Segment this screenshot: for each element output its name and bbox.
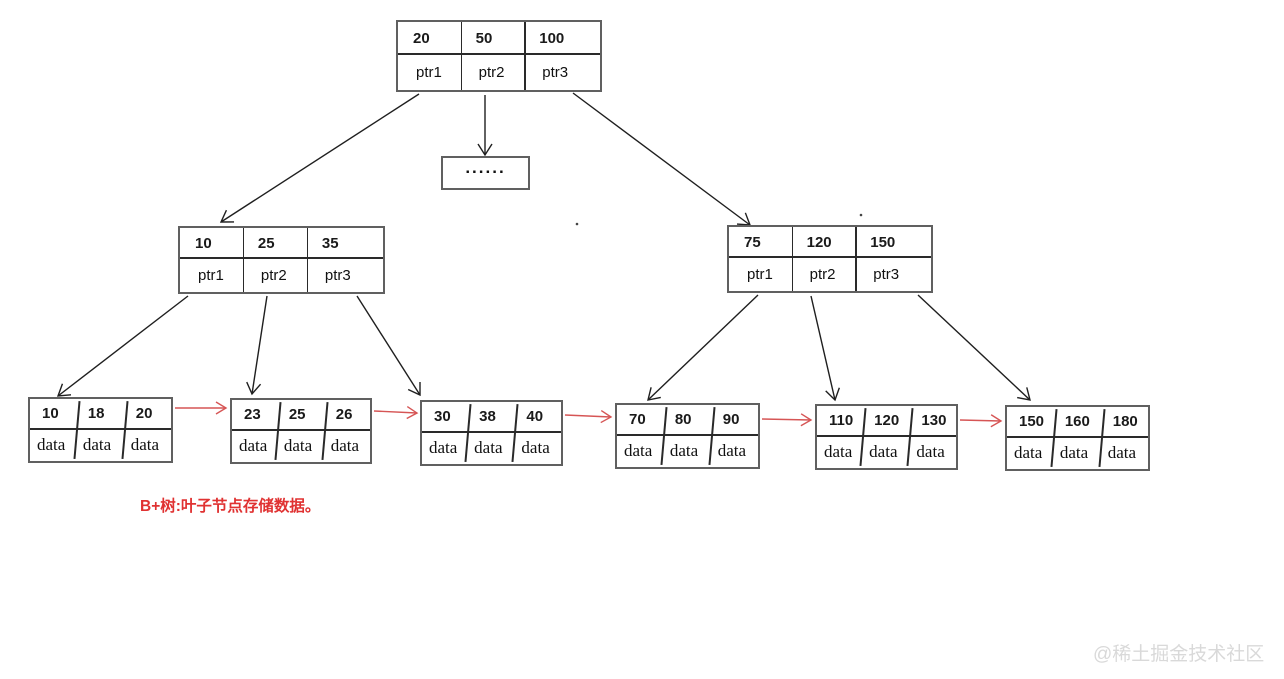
node-divider xyxy=(180,257,383,259)
leaf-key-cell: 180 xyxy=(1112,413,1138,430)
caption: B+树:叶子节点存储数据。 xyxy=(140,498,321,515)
watermark: @稀土掘金技术社区 xyxy=(1093,644,1265,665)
edge-left-internal-to-leaf-3 xyxy=(356,295,421,397)
leaf-link-arrow-2 xyxy=(373,405,419,420)
key-cell: 25 xyxy=(257,235,275,252)
leaf-key-cell: 40 xyxy=(526,408,544,425)
key-cell: 10 xyxy=(195,235,212,252)
leaf-key-cell: 20 xyxy=(135,405,153,422)
node-divider xyxy=(855,227,857,291)
leaf-data-cell: data xyxy=(624,440,653,460)
node-divider xyxy=(232,429,370,431)
leaf-link-arrow-3 xyxy=(564,409,613,424)
edge-root-to-right-internal xyxy=(572,92,752,226)
node-divider xyxy=(306,228,309,292)
leaf-node-4: 70 80 90 data data data xyxy=(615,403,760,469)
key-cell: 35 xyxy=(321,235,339,252)
pointer-cell: ptr1 xyxy=(198,267,224,284)
leaf-key-cell: 26 xyxy=(335,406,353,423)
internal-node-right: 75 120 150 ptr1 ptr2 ptr3 xyxy=(727,225,933,293)
leaf-data-cell: data xyxy=(474,437,503,457)
node-divider xyxy=(398,53,600,55)
pointer-cell: ptr3 xyxy=(873,266,900,283)
pointer-cell: ptr2 xyxy=(809,266,836,283)
leaf-data-cell: data xyxy=(130,434,160,454)
edge-left-internal-to-leaf-2 xyxy=(246,295,268,396)
leaf-key-cell: 160 xyxy=(1064,413,1090,430)
edge-right-internal-to-leaf-4 xyxy=(647,294,759,401)
leaf-node-2: 23 25 26 data data data xyxy=(230,398,372,464)
leaf-node-5: 110 120 130 data data data xyxy=(815,404,958,470)
node-divider xyxy=(242,228,245,292)
leaf-link-arrow-5 xyxy=(959,414,1003,428)
leaf-key-cell: 90 xyxy=(722,411,740,428)
edge-right-internal-to-leaf-5 xyxy=(810,295,841,402)
leaf-data-cell: data xyxy=(239,435,268,455)
leaf-key-cell: 23 xyxy=(244,406,261,423)
leaf-data-cell: data xyxy=(521,437,550,457)
leaf-node-1: 10 18 20 data data data xyxy=(28,397,173,463)
leaf-data-cell: data xyxy=(429,437,458,457)
pointer-cell: ptr1 xyxy=(747,266,773,283)
pointer-cell: ptr1 xyxy=(416,64,442,81)
leaf-data-cell: data xyxy=(717,440,747,460)
node-divider xyxy=(524,22,526,90)
leaf-data-cell: data xyxy=(82,434,112,454)
leaf-data-cell: data xyxy=(283,435,313,455)
leaf-node-6: 150 160 180 data data data xyxy=(1005,405,1150,471)
node-divider xyxy=(1007,436,1148,438)
stray-ink-dot xyxy=(859,213,863,217)
leaf-key-cell: 18 xyxy=(87,405,105,422)
key-cell: 120 xyxy=(806,234,832,251)
leaf-data-cell: data xyxy=(669,440,699,460)
pointer-cell: ptr2 xyxy=(260,267,287,284)
ellipsis-label: ...... xyxy=(465,158,506,177)
key-cell: 20 xyxy=(413,30,430,47)
leaf-data-cell: data xyxy=(824,441,853,461)
pointer-cell: ptr3 xyxy=(324,267,351,284)
node-divider xyxy=(617,434,758,436)
leaf-key-cell: 110 xyxy=(829,412,854,429)
stray-ink-dot xyxy=(575,222,579,226)
leaf-data-cell: data xyxy=(869,441,898,461)
leaf-key-cell: 38 xyxy=(479,408,496,425)
key-cell: 100 xyxy=(539,30,565,47)
btree-root-node: 20 50 100 ptr1 ptr2 ptr3 xyxy=(396,20,602,92)
node-divider xyxy=(791,227,794,291)
node-divider xyxy=(817,435,956,437)
leaf-key-cell: 10 xyxy=(42,405,59,422)
leaf-link-arrow-4 xyxy=(761,413,813,427)
key-cell: 150 xyxy=(870,234,896,251)
leaf-key-cell: 130 xyxy=(921,412,947,429)
leaf-key-cell: 30 xyxy=(434,408,451,425)
leaf-data-cell: data xyxy=(330,435,360,455)
node-divider xyxy=(460,22,463,90)
pointer-cell: ptr2 xyxy=(478,64,505,81)
leaf-key-cell: 150 xyxy=(1019,413,1045,430)
node-divider xyxy=(729,256,931,258)
key-cell: 50 xyxy=(475,30,493,47)
leaf-data-cell: data xyxy=(1107,442,1137,462)
ellipsis-node: ...... xyxy=(441,156,530,190)
node-divider xyxy=(30,428,171,430)
leaf-key-cell: 80 xyxy=(674,411,692,428)
pointer-cell: ptr3 xyxy=(542,64,569,81)
leaf-node-3: 30 38 40 data data data xyxy=(420,400,563,466)
leaf-data-cell: data xyxy=(1014,442,1043,462)
leaf-key-cell: 70 xyxy=(629,411,646,428)
edge-right-internal-to-leaf-6 xyxy=(917,294,1031,401)
leaf-key-cell: 25 xyxy=(288,406,306,423)
internal-node-left: 10 25 35 ptr1 ptr2 ptr3 xyxy=(178,226,385,294)
key-cell: 75 xyxy=(744,234,761,251)
leaf-data-cell: data xyxy=(37,434,66,454)
node-divider xyxy=(422,431,561,433)
leaf-data-cell: data xyxy=(916,441,945,461)
leaf-data-cell: data xyxy=(1059,442,1089,462)
edge-left-internal-to-leaf-1 xyxy=(56,295,189,397)
leaf-key-cell: 120 xyxy=(874,412,900,429)
edge-root-to-left-internal xyxy=(219,93,420,223)
